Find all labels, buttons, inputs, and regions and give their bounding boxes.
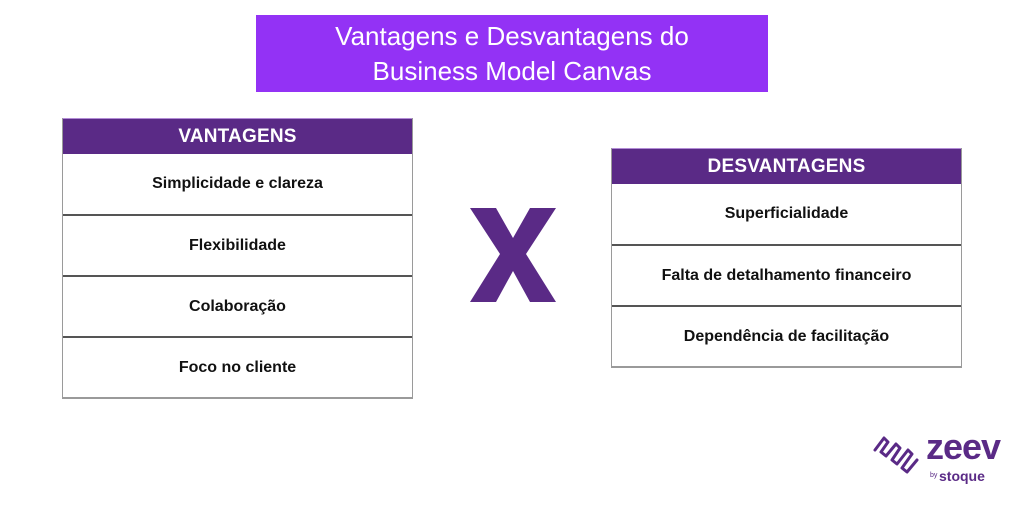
brand-name: zeev — [926, 426, 1001, 467]
versus-x-icon — [470, 208, 556, 302]
advantages-item: Simplicidade e clareza — [152, 175, 323, 192]
zeev-mark-icon — [873, 436, 919, 474]
title-line-1: Vantagens e Desvantagens do — [335, 20, 689, 51]
advantages-table: VANTAGENS Simplicidade e clareza Flexibi… — [62, 118, 413, 399]
disadvantages-header: DESVANTAGENS — [612, 148, 961, 184]
advantages-item: Foco no cliente — [63, 336, 412, 397]
disadvantages-item: Dependência de facilitação — [612, 305, 961, 366]
advantages-header: VANTAGENS — [63, 118, 412, 154]
title-line-2: Business Model Canvas — [372, 55, 652, 86]
brand-company: stoque — [939, 468, 985, 484]
disadvantages-item: Falta de detalhamento financeiro — [612, 244, 961, 305]
page-title: Vantagens e Desvantagens do Business Mod… — [256, 15, 768, 92]
zeev-logo: zeev by stoque — [872, 426, 1012, 492]
advantages-item: Colaboração — [63, 275, 412, 336]
disadvantages-item: Superficialidade — [724, 205, 849, 222]
disadvantages-table: DESVANTAGENS Superficialidade Falta de d… — [611, 148, 962, 368]
brand-by: by — [930, 472, 938, 479]
advantages-item: Flexibilidade — [63, 214, 412, 275]
